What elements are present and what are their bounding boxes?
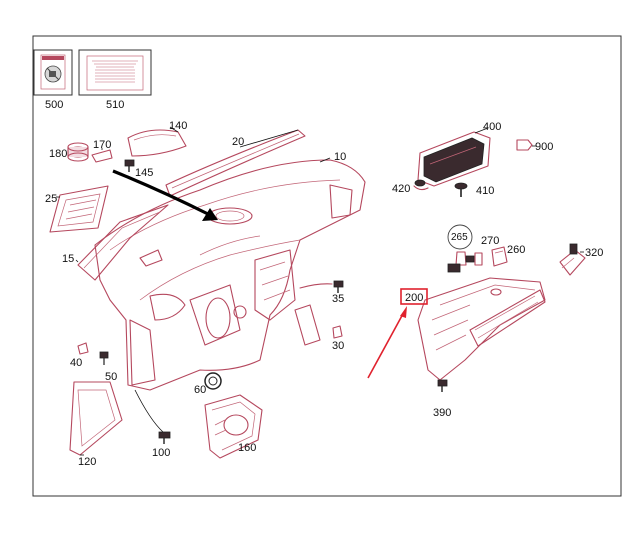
callout-260: 260 bbox=[507, 244, 525, 256]
callout-410: 410 bbox=[476, 185, 494, 197]
part-40-clip bbox=[77, 342, 89, 355]
callout-40: 40 bbox=[70, 357, 82, 369]
part-25-vent bbox=[49, 185, 109, 233]
part-10-dashboard bbox=[94, 157, 366, 391]
callout-60: 60 bbox=[194, 384, 206, 396]
part-140-cover bbox=[127, 126, 187, 157]
callout-180: 180 bbox=[49, 148, 67, 160]
callout-50: 50 bbox=[105, 371, 117, 383]
callout-270: 270 bbox=[481, 235, 499, 247]
no-child-seat-airbag-warning-icon bbox=[40, 54, 66, 90]
highlight-arrow-200 bbox=[367, 306, 407, 379]
callout-265: 265 bbox=[451, 232, 468, 243]
callout-10: 10 bbox=[334, 151, 346, 163]
airbag-warning-label-icon bbox=[86, 55, 144, 91]
callout-320: 320 bbox=[585, 247, 603, 259]
part-100-screw bbox=[134, 389, 171, 444]
part-200-glovebox bbox=[417, 277, 546, 381]
callout-500: 500 bbox=[45, 99, 63, 111]
callout-20: 20 bbox=[232, 136, 244, 148]
callout-25: 25 bbox=[45, 193, 57, 205]
part-120-side-panel bbox=[69, 381, 123, 456]
part-50-clip bbox=[99, 351, 109, 365]
part-410-bolt bbox=[454, 182, 468, 197]
part-160-lower-panel bbox=[204, 394, 263, 459]
part-400-airbag-module bbox=[417, 127, 491, 187]
assembly-arrow-145 bbox=[112, 169, 218, 221]
part-145-screw bbox=[124, 159, 135, 172]
callout-100: 100 bbox=[152, 447, 170, 459]
part-320-lock bbox=[559, 243, 586, 276]
part-900-connector bbox=[516, 139, 536, 151]
part-265-clip bbox=[447, 224, 473, 273]
warning-labels-group: 500 510 bbox=[33, 49, 152, 111]
callout-30: 30 bbox=[332, 340, 344, 352]
callout-35: 35 bbox=[332, 293, 344, 305]
part-390-screw bbox=[437, 379, 448, 392]
callout-145: 145 bbox=[135, 167, 153, 179]
callout-170: 170 bbox=[93, 139, 111, 151]
part-35-screw bbox=[299, 280, 344, 293]
diagram-frame bbox=[32, 35, 622, 497]
part-20-trim-strip bbox=[165, 129, 306, 197]
part-270-clip bbox=[465, 252, 483, 266]
callout-390: 390 bbox=[433, 407, 451, 419]
callout-160: 160 bbox=[238, 442, 256, 454]
part-15-end-cap bbox=[75, 204, 169, 281]
part-420-nut bbox=[413, 179, 429, 191]
callout-420: 420 bbox=[392, 183, 410, 195]
part-170-clip bbox=[91, 148, 113, 163]
callout-140: 140 bbox=[169, 120, 187, 132]
part-260-latch bbox=[491, 246, 508, 267]
part-60-ring bbox=[204, 372, 222, 390]
callout-15: 15 bbox=[62, 253, 74, 265]
highlight-box-200 bbox=[400, 288, 428, 305]
callout-120: 120 bbox=[78, 456, 96, 468]
part-30-clip bbox=[332, 325, 343, 339]
callout-900: 900 bbox=[535, 141, 553, 153]
callout-200: 200 bbox=[405, 292, 423, 304]
callout-400: 400 bbox=[483, 121, 501, 133]
callout-510: 510 bbox=[106, 99, 124, 111]
part-180-cap bbox=[67, 142, 89, 162]
